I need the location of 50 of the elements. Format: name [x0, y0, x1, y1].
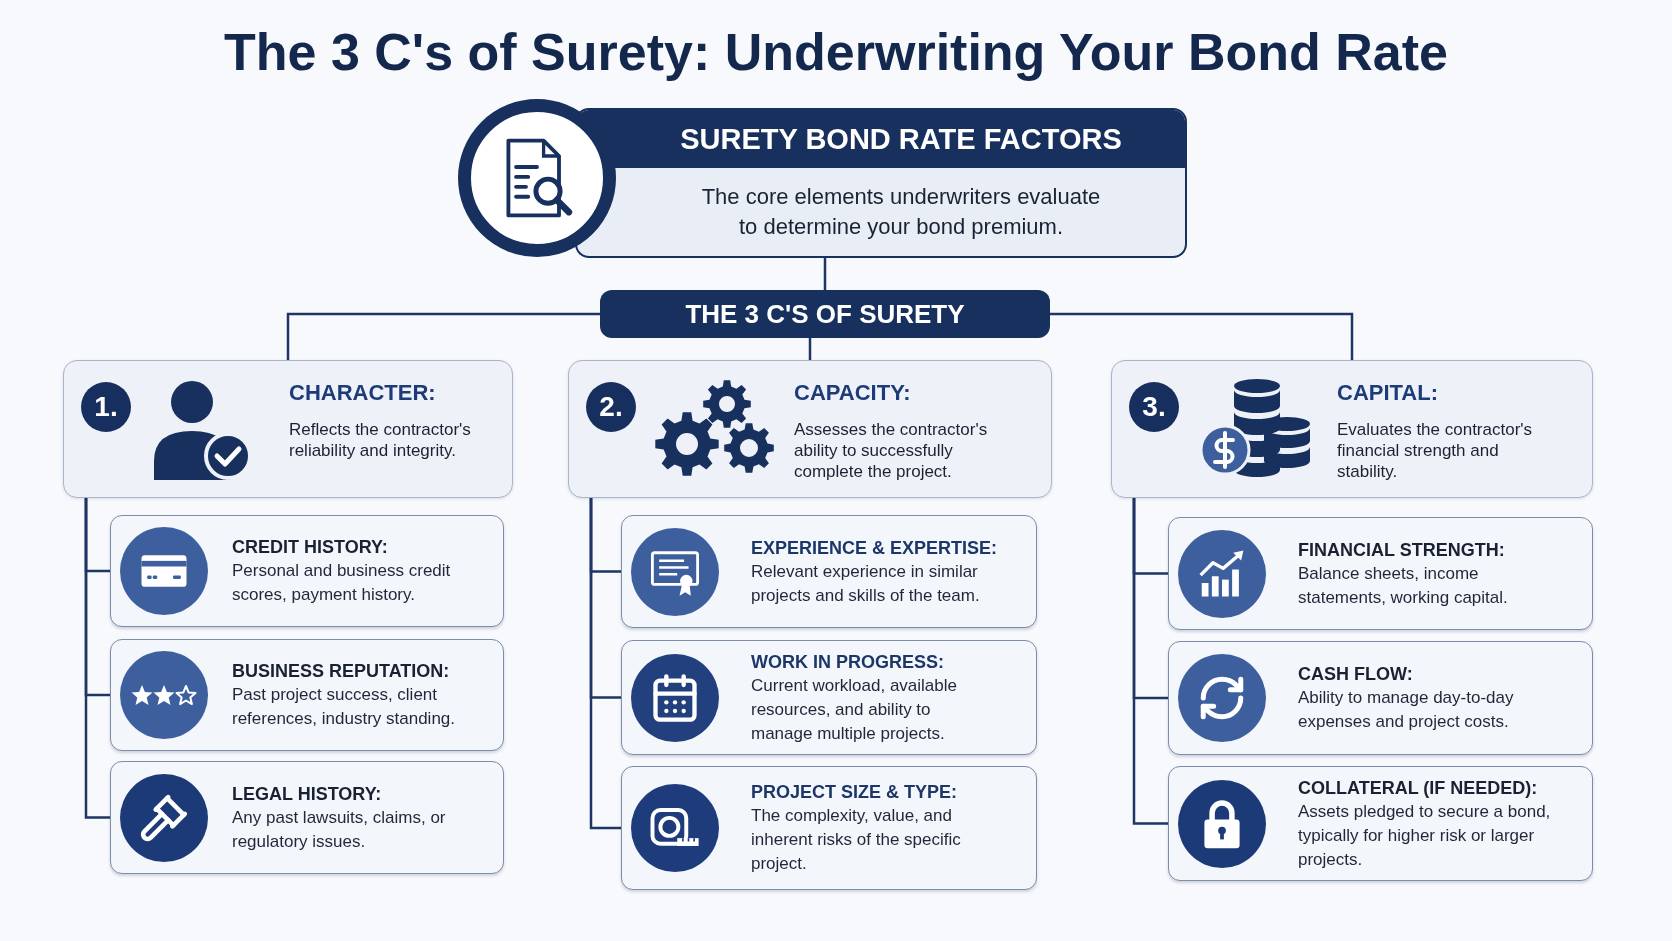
- factor-heading: FINANCIAL STRENGTH:: [1298, 538, 1505, 562]
- factor-card: [1168, 641, 1593, 755]
- connector-line: [1050, 312, 1354, 360]
- factor-heading: COLLATERAL (IF NEEDED):: [1298, 776, 1538, 800]
- card-description: Reflects the contractor's reliability and integrity.: [289, 419, 472, 461]
- card-description: Assesses the contractor's ability to successfully complete the project.: [794, 419, 989, 482]
- factor-card: [110, 639, 504, 751]
- card-description: Evaluates the contractor's financial strength and stability.: [1337, 419, 1534, 482]
- category-card: [568, 360, 1052, 498]
- factor-heading: CASH FLOW:: [1298, 663, 1413, 686]
- connector-line: [1132, 498, 1168, 825]
- connector-line: [84, 498, 110, 819]
- factor-card: [1168, 766, 1593, 881]
- factor-heading: BUSINESS REPUTATION:: [232, 660, 450, 683]
- factor-card: [621, 515, 1037, 628]
- step-number: 3.: [1129, 382, 1179, 432]
- factor-description: Current workload, available resources, and ability to manage multiple projects.: [751, 674, 958, 745]
- factor-heading: LEGAL HISTORY:: [232, 782, 382, 806]
- factor-card: [621, 766, 1037, 890]
- factor-card: [110, 761, 504, 874]
- factor-description: Past project success, client references, industry standing.: [232, 684, 456, 730]
- factor-heading: CREDIT HISTORY:: [232, 536, 388, 559]
- step-number: 2.: [586, 382, 636, 432]
- factor-description: Personal and business credit scores, payment history.: [232, 560, 452, 606]
- section-heading-bar: THE 3 C'S OF SURETY: [600, 290, 1050, 338]
- factor-description: Assets pledged to secure a bond, typically for higher risk or larger projects.: [1298, 800, 1552, 871]
- factor-description: Relevant experience in similar projects and skills of the team.: [751, 560, 981, 607]
- card-heading: CHARACTER:: [289, 380, 436, 406]
- factor-heading: WORK IN PROGRESS:: [751, 650, 944, 674]
- connector-line: [808, 338, 812, 360]
- category-card: [63, 360, 513, 498]
- card-heading: CAPACITY:: [794, 380, 911, 406]
- page-title: The 3 C's of Surety: Underwriting Your Bond Rate: [224, 22, 1448, 82]
- factor-description: Any past lawsuits, claims, or regulatory issues.: [232, 806, 447, 853]
- factor-description: Balance sheets, income statements, working capital.: [1298, 562, 1509, 609]
- factor-card: [1168, 517, 1593, 630]
- category-card: [1111, 360, 1593, 498]
- connector-line: [286, 312, 600, 360]
- connector-line: [823, 258, 827, 290]
- factor-description: Ability to manage day-to-day expenses and project costs.: [1298, 687, 1515, 733]
- banner-description: The core elements underwriters evaluate to determine your bond premium.: [700, 183, 1102, 241]
- factor-card: [110, 515, 504, 627]
- factor-description: The complexity, value, and inherent risks of the specific project.: [751, 805, 962, 875]
- header-banner: [575, 108, 1187, 258]
- factor-heading: PROJECT SIZE & TYPE:: [751, 781, 958, 804]
- card-heading: CAPITAL:: [1337, 380, 1439, 406]
- connector-line: [589, 498, 621, 830]
- factor-card: [621, 640, 1037, 755]
- step-number: 1.: [81, 382, 131, 432]
- factor-heading: EXPERIENCE & EXPERTISE:: [751, 536, 998, 560]
